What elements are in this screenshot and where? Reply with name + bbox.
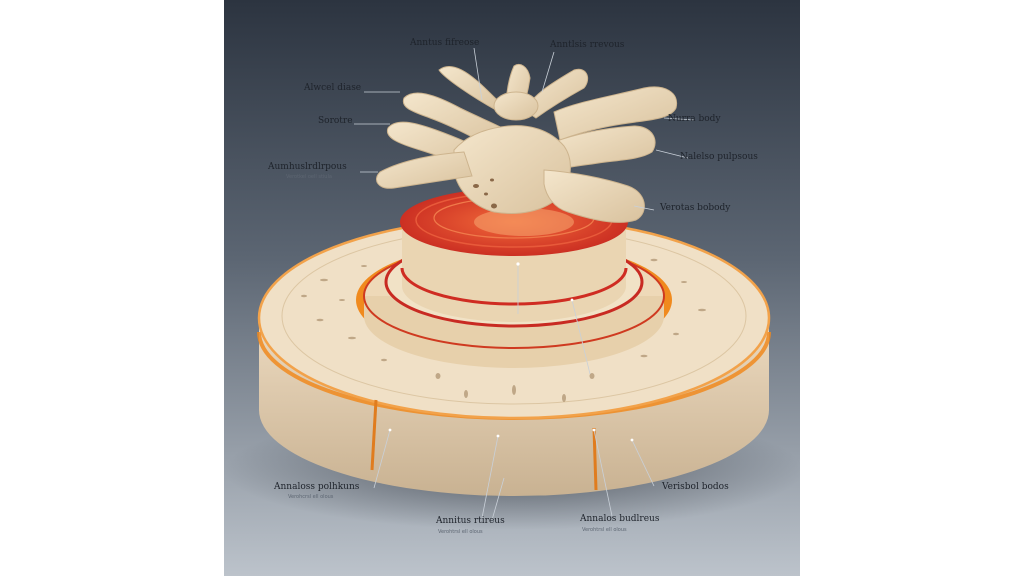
label-left-3: Aumhuslrdlrpous [268, 162, 347, 172]
label-bottom-mid: Annitus rtireus [436, 516, 505, 526]
label-left-2: Sorotre [318, 116, 353, 126]
vertebra-processes [376, 64, 678, 223]
label-right-3: Verotas bobody [660, 203, 731, 213]
label-left-3-sub: Verotkel oell stiula [286, 174, 332, 180]
label-bottom-right-mid: Annalos budlreus [580, 514, 660, 524]
label-bottom-left: Annaloss polhkuns [274, 482, 360, 492]
label-bottom-right: Verisbol bodos [662, 482, 729, 492]
leader-dots [388, 262, 634, 442]
label-bottom-left-sub: Verohcrsl ell olous [288, 494, 334, 500]
vertebra-foramina [473, 178, 497, 209]
leader-lines [354, 47, 695, 521]
label-left-1: Alwcel diase [304, 83, 362, 93]
spinal-disc-illustration [224, 0, 800, 576]
label-bottom-right-mid-sub: Verohtrsl ell olous [582, 527, 627, 533]
label-top-right: Anntlsis rrevous [550, 40, 625, 50]
label-right-2: Nalelso pulpsous [680, 152, 758, 162]
label-right-1: Nurra body [668, 114, 721, 124]
label-bottom-mid-sub: Verohtrsl ell olous [438, 529, 483, 535]
illustration-panel: Anntus fifreose Anntlsis rrevous Alwcel … [224, 0, 800, 576]
label-top-left: Anntus fifreose [410, 38, 480, 48]
